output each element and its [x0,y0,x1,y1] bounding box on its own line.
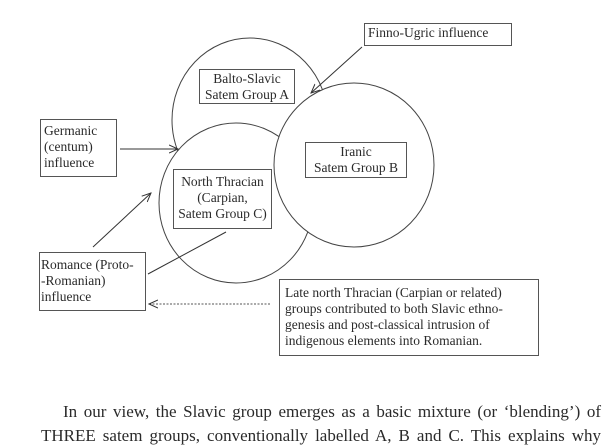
germanic-line: influence [44,155,95,170]
romance-arrow [92,193,151,248]
germanic-line: (centum) [44,139,93,154]
note-box: Late north Thracian (Carpian or related)… [279,279,539,356]
romance-box: Romance (Proto- -Romanian) influence [39,252,146,311]
romance-line: Romance (Proto- [41,257,134,272]
romance-line: influence [41,289,92,304]
finno-ugric-arrow [311,46,363,93]
group-a-name: Balto-Slavic [213,71,281,86]
romance-line: -Romanian) [41,273,106,288]
germanic-box: Germanic (centum) influence [40,119,117,177]
body-text: In our view, the Slavic group emerges as… [41,402,601,445]
note-line: Late north Thracian (Carpian or related) [285,285,502,300]
group-b-name: Iranic [340,144,372,159]
note-line: groups contributed to both Slavic ethno- [285,301,503,316]
romance-connector-line [147,231,227,275]
group-a-sub: Satem Group A [205,87,289,102]
group-b-sub: Satem Group B [314,160,398,175]
body-paragraph: In our view, the Slavic group emerges as… [41,400,601,448]
group-c-sub: (Carpian, [197,190,248,205]
germanic-line: Germanic [44,123,98,138]
group-b-label-box: Iranic Satem Group B [305,142,407,178]
group-c-label-box: North Thracian (Carpian, Satem Group C) [173,169,272,229]
note-line: indigenous elements into Romanian. [285,333,483,348]
group-c-name: North Thracian [181,174,264,189]
group-c-sub: Satem Group C) [178,206,267,221]
finno-ugric-box: Finno-Ugric influence [364,23,512,46]
note-line: genesis and post-classical intrusion of [285,317,490,332]
finno-ugric-label: Finno-Ugric influence [368,25,489,40]
group-a-label-box: Balto-Slavic Satem Group A [199,69,295,104]
